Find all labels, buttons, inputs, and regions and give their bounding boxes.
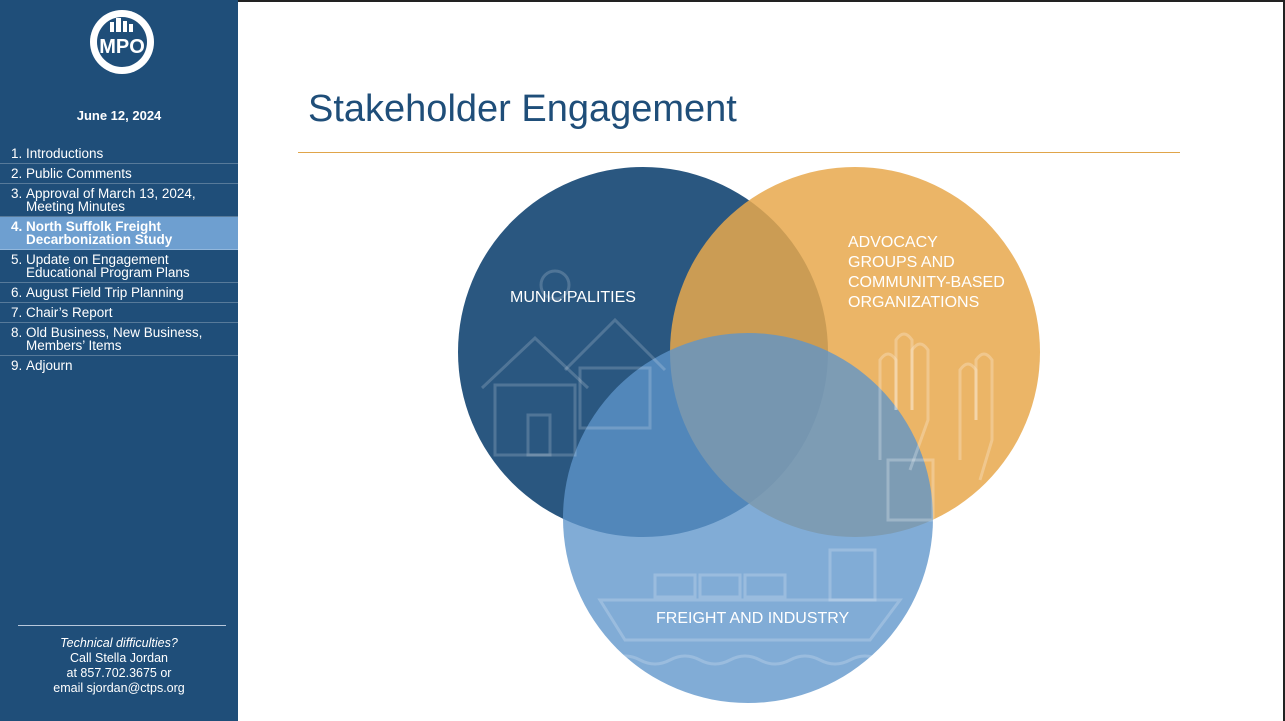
stakeholder-venn-diagram: MUNICIPALITIES ADVOCACY GROUPS AND COMMU… xyxy=(458,167,1040,703)
agenda-item-label: Public Comments xyxy=(26,166,132,181)
agenda-item-label: Approval of March 13, 2024, Meeting Minu… xyxy=(26,186,196,214)
agenda-item-label: Chair’s Report xyxy=(26,305,113,320)
agenda-item-label: Update on Engagement Educational Program… xyxy=(26,252,190,280)
advocacy-label-line-3: COMMUNITY-BASED xyxy=(848,274,1005,291)
agenda-list: 1.Introductions 2.Public Comments 3.Appr… xyxy=(0,144,238,375)
slide-border-right xyxy=(1283,0,1285,721)
agenda-item-label: August Field Trip Planning xyxy=(26,285,184,300)
agenda-item-label: North Suffolk Freight Decarbonization St… xyxy=(26,219,173,247)
technical-help-note: Technical difficulties? Call Stella Jord… xyxy=(0,636,238,696)
agenda-item-number: 7. xyxy=(11,305,23,320)
agenda-item-chairs-report[interactable]: 7.Chair’s Report xyxy=(0,303,238,323)
house-icon xyxy=(480,269,667,457)
agenda-item-number: 9. xyxy=(11,358,23,373)
advocacy-label-line-2: GROUPS AND xyxy=(848,254,955,271)
agenda-item-field-trip[interactable]: 6.August Field Trip Planning xyxy=(0,283,238,303)
tech-help-email[interactable]: email sjordan@ctps.org xyxy=(53,681,185,695)
municipalities-label: MUNICIPALITIES xyxy=(510,289,636,306)
agenda-item-engagement-update[interactable]: 5.Update on Engagement Educational Progr… xyxy=(0,250,238,283)
agenda-sidebar: MPO June 12, 2024 1.Introductions 2.Publ… xyxy=(0,0,238,721)
slide-title: Stakeholder Engagement xyxy=(308,88,737,130)
advocacy-label-line-4: ORGANIZATIONS xyxy=(848,294,979,311)
title-underline xyxy=(298,152,1180,153)
sidebar-divider xyxy=(18,625,226,626)
agenda-item-label: Introductions xyxy=(26,146,104,161)
raised-hands-icon xyxy=(878,332,994,522)
freight-circle xyxy=(563,333,933,703)
cargo-ship-icon xyxy=(597,548,903,666)
slide-border-top xyxy=(238,0,1285,2)
agenda-item-old-new-business[interactable]: 8.Old Business, New Business, Members’ I… xyxy=(0,323,238,356)
agenda-item-label: Adjourn xyxy=(26,358,73,373)
agenda-item-number: 1. xyxy=(11,146,23,161)
logo-text: MPO xyxy=(99,36,145,58)
agenda-item-adjourn[interactable]: 9.Adjourn xyxy=(0,356,238,375)
tech-help-heading: Technical difficulties? xyxy=(60,636,178,650)
agenda-item-public-comments[interactable]: 2.Public Comments xyxy=(0,164,238,184)
freight-label: FREIGHT AND INDUSTRY xyxy=(656,610,850,627)
agenda-item-label: Old Business, New Business, Members’ Ite… xyxy=(26,325,203,353)
meeting-date: June 12, 2024 xyxy=(76,108,162,123)
mpo-logo: MPO xyxy=(90,10,154,74)
agenda-item-number: 6. xyxy=(11,285,23,300)
tech-help-contact: Call Stella Jordan xyxy=(70,651,168,665)
agenda-item-number: 4. xyxy=(11,219,23,234)
agenda-item-number: 3. xyxy=(11,186,23,201)
tech-help-phone: at 857.702.3675 or xyxy=(66,666,172,680)
agenda-item-approval-minutes[interactable]: 3.Approval of March 13, 2024, Meeting Mi… xyxy=(0,184,238,217)
advocacy-label-line-1: ADVOCACY xyxy=(848,234,938,251)
agenda-item-number: 5. xyxy=(11,252,23,267)
agenda-item-introductions[interactable]: 1.Introductions xyxy=(0,144,238,164)
agenda-item-freight-study[interactable]: 4.North Suffolk Freight Decarbonization … xyxy=(0,217,238,250)
agenda-item-number: 8. xyxy=(11,325,23,340)
agenda-item-number: 2. xyxy=(11,166,23,181)
